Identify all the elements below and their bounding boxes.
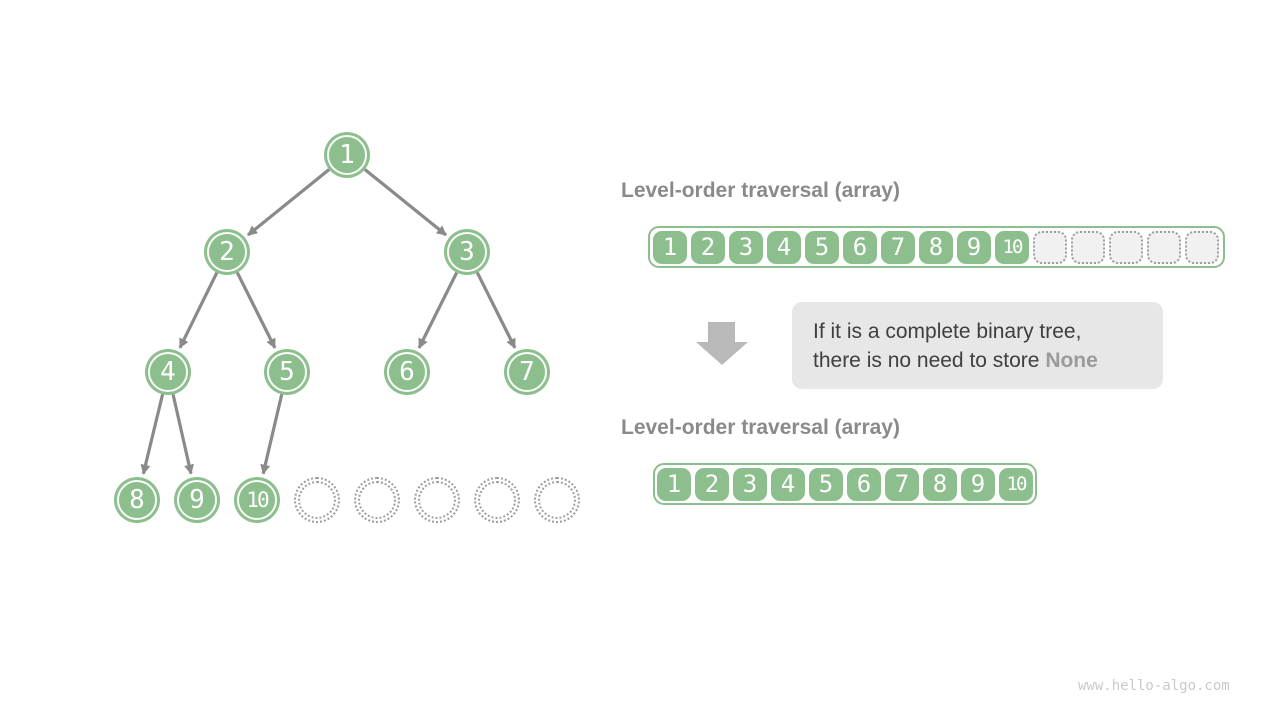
tree-edge-3-7 (475, 271, 517, 349)
note-box: If it is a complete binary tree, there i… (792, 302, 1163, 389)
bottom-array-cell-1: 1 (657, 467, 691, 501)
tree-edge-1-3 (363, 168, 448, 237)
tree-edge-4-9 (171, 394, 194, 475)
tree-node-5: 5 (264, 349, 310, 395)
tree-edge-1-2 (246, 168, 331, 237)
tree-node-3: 3 (444, 229, 490, 275)
bottom-array-cell-10: 10 (999, 467, 1033, 501)
tree-node-2: 2 (204, 229, 250, 275)
tree-node-4: 4 (145, 349, 191, 395)
tree-edge-5-10 (260, 394, 284, 475)
bottom-array-cell-8: 8 (923, 467, 957, 501)
top-array-cell-10: 10 (995, 230, 1029, 264)
top-array-cell-empty-3 (1109, 230, 1143, 264)
tree-edge-3-6 (417, 271, 459, 349)
tree-node-empty-2 (354, 477, 400, 523)
tree-node-6: 6 (384, 349, 430, 395)
note-line1: If it is a complete binary tree, (813, 320, 1082, 343)
tree-edge-4-8 (140, 393, 165, 475)
bottom-array-cell-2: 2 (695, 467, 729, 501)
top-array-cell-9: 9 (957, 230, 991, 264)
bottom-array-cell-3: 3 (733, 467, 767, 501)
tree-edge-2-4 (178, 271, 219, 349)
top-array-heading: Level-order traversal (array) (621, 179, 900, 202)
top-array-cell-2: 2 (691, 230, 725, 264)
top-array-cell-empty-1 (1033, 230, 1067, 264)
watermark: www.hello-algo.com (1078, 678, 1230, 694)
top-array-cell-5: 5 (805, 230, 839, 264)
tree-node-1: 1 (324, 132, 370, 178)
tree-node-8: 8 (114, 477, 160, 523)
tree-node-empty-1 (294, 477, 340, 523)
note-line2: there is no need to store (813, 349, 1046, 372)
top-array-cell-3: 3 (729, 230, 763, 264)
tree-node-9: 9 (174, 477, 220, 523)
bottom-array-cell-9: 9 (961, 467, 995, 501)
tree-node-10: 10 (234, 477, 280, 523)
top-array-cell-1: 1 (653, 230, 687, 264)
top-array-cell-7: 7 (881, 230, 915, 264)
tree-edge-2-5 (235, 271, 277, 349)
tree-edges (140, 168, 517, 475)
tree-node-empty-3 (414, 477, 460, 523)
tree-node-7: 7 (504, 349, 550, 395)
top-array-cell-8: 8 (919, 230, 953, 264)
top-array-cell-empty-2 (1071, 230, 1105, 264)
top-array-cell-6: 6 (843, 230, 877, 264)
note-highlight: None (1045, 349, 1098, 372)
down-arrow-icon (696, 322, 748, 365)
bottom-array-cell-5: 5 (809, 467, 843, 501)
bottom-array-cell-4: 4 (771, 467, 805, 501)
bottom-array-cell-7: 7 (885, 467, 919, 501)
bottom-array-heading: Level-order traversal (array) (621, 416, 900, 439)
tree-node-empty-4 (474, 477, 520, 523)
bottom-array-cell-6: 6 (847, 467, 881, 501)
top-array-cell-empty-5 (1185, 230, 1219, 264)
top-array-cell-empty-4 (1147, 230, 1181, 264)
top-array-cell-4: 4 (767, 230, 801, 264)
tree-node-empty-5 (534, 477, 580, 523)
